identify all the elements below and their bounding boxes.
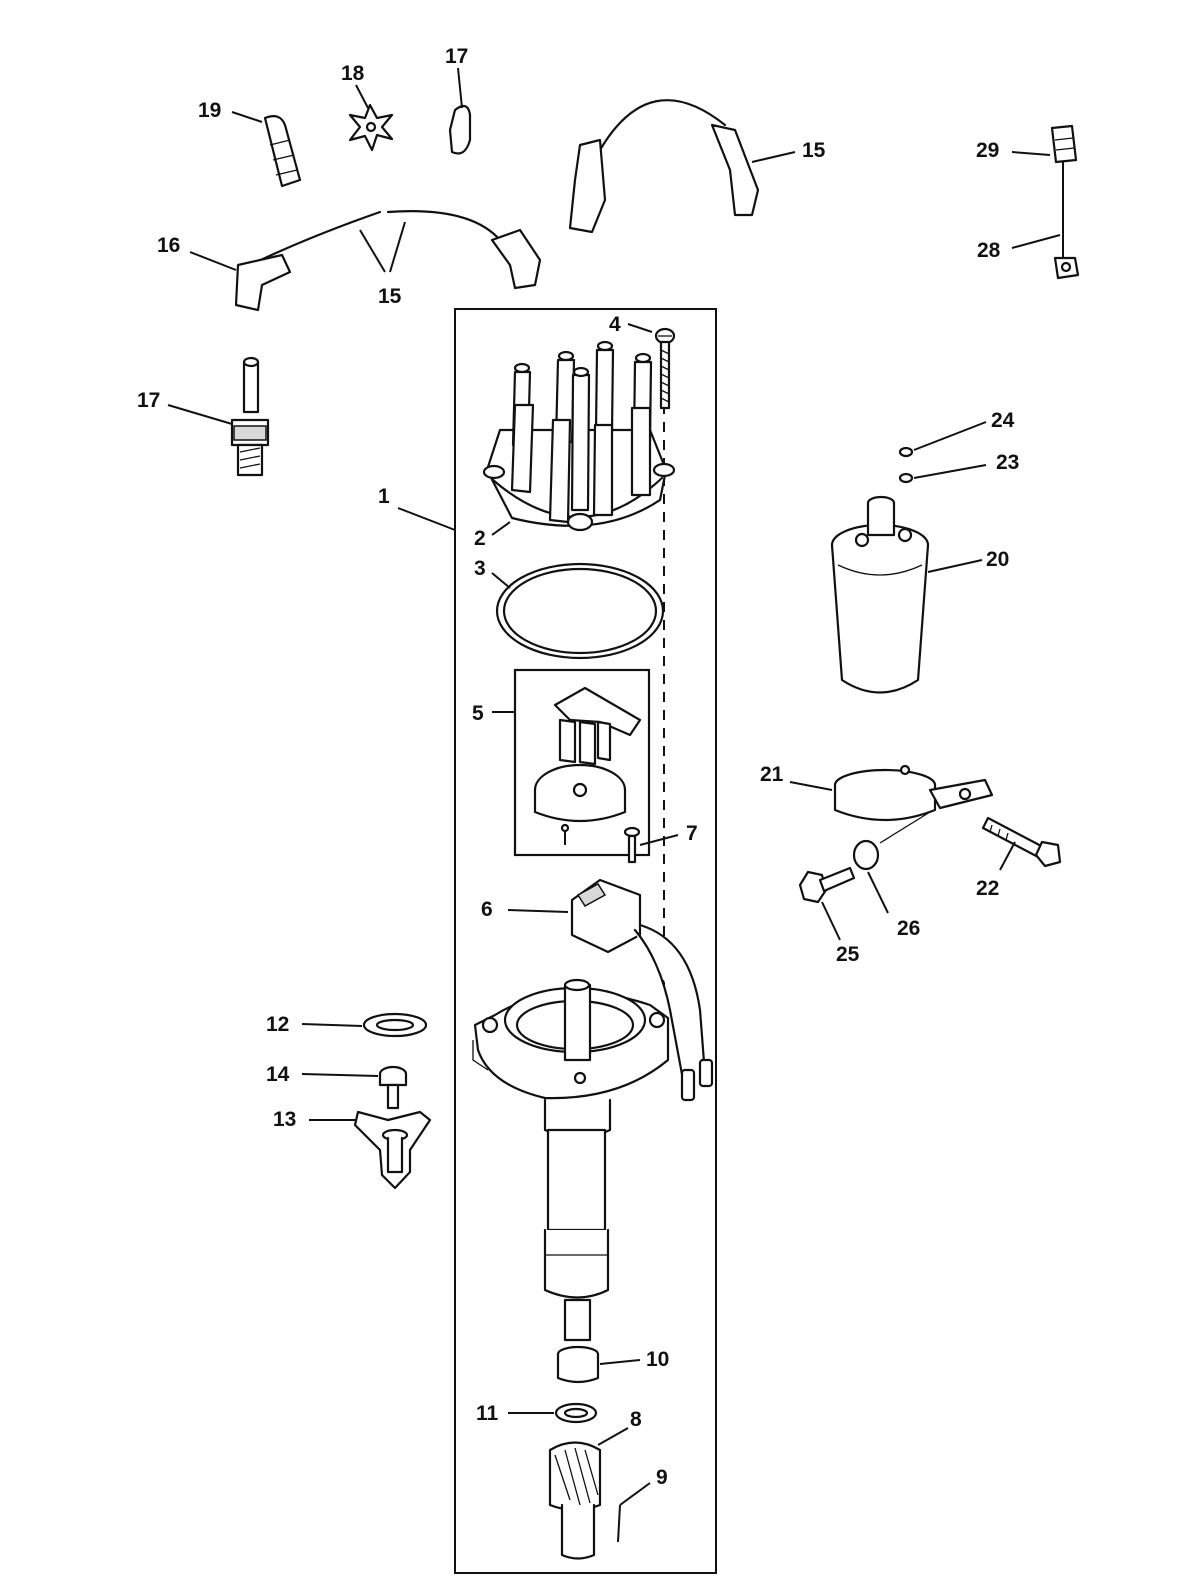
bolt-part-26 <box>798 866 856 904</box>
screw-part-7 <box>623 826 641 864</box>
callout-8: 8 <box>630 1408 642 1431</box>
callout-6: 6 <box>481 898 493 921</box>
distributor-housing-part-1 <box>472 978 670 1342</box>
callout-22: 21 <box>760 763 784 786</box>
hold-down-clamp-part-13 <box>353 1110 432 1190</box>
gear-part-8 <box>548 1441 602 1560</box>
ignition-module-part-6 <box>570 878 714 1102</box>
spark-plug-part-17 <box>230 356 270 477</box>
callout-4: 4 <box>609 313 621 336</box>
callout-12: 12 <box>266 1013 289 1036</box>
callout-5: 5 <box>472 702 484 725</box>
retainer-part-19 <box>348 103 394 152</box>
wire-separator-part-20 <box>263 115 302 188</box>
washer-part-12 <box>362 1012 428 1038</box>
rotor-kit-part-5 <box>513 668 651 857</box>
bushing-part-10 <box>556 1345 600 1384</box>
callout-21: 20 <box>986 548 1009 571</box>
washer-part-27 <box>852 811 931 871</box>
callout-7: 7 <box>686 822 698 845</box>
clip-part-18 <box>448 104 472 155</box>
leader-lines <box>167 67 1061 1543</box>
callout-16: 16 <box>157 234 180 257</box>
callout-labels: 19 18 17 15 29 28 16 15 17 4 1 2 3 5 7 6… <box>137 45 1019 1489</box>
callout-18: 17 <box>445 45 468 68</box>
screw-part-4 <box>654 327 676 410</box>
callout-11: 11 <box>476 1402 499 1425</box>
bracket-part-29 <box>1050 124 1078 164</box>
gasket-part-3 <box>495 562 665 660</box>
spark-plug-wire-part-16 <box>234 210 542 312</box>
lockwasher-part-24 <box>898 472 914 484</box>
callout-2: 2 <box>474 527 486 550</box>
callout-15-top: 15 <box>802 139 826 162</box>
callout-15-bottom: 15 <box>378 285 402 308</box>
callout-14: 14 <box>266 1063 290 1086</box>
distributor-cap-part-2 <box>482 340 676 532</box>
callout-13: 13 <box>273 1108 296 1131</box>
callout-10: 10 <box>646 1348 669 1371</box>
callout-25: 24 <box>991 409 1015 432</box>
callout-29: 29 <box>976 139 999 162</box>
callout-24: 23 <box>996 451 1019 474</box>
ignition-wire-part-15 <box>568 99 760 234</box>
bolt-part-23 <box>981 816 1062 868</box>
coil-bracket-part-22 <box>833 764 994 822</box>
callout-1: 1 <box>378 485 390 508</box>
callout-28: 28 <box>977 239 1001 262</box>
ground-strap-part-28 <box>1053 162 1080 280</box>
bolt-part-14 <box>378 1065 408 1110</box>
callout-27: 26 <box>897 917 920 940</box>
callout-23: 22 <box>976 877 999 900</box>
callout-20: 19 <box>198 99 221 122</box>
callout-9: 9 <box>656 1466 668 1489</box>
callout-3: 3 <box>474 557 486 580</box>
washer-part-11 <box>554 1402 598 1424</box>
callout-26: 25 <box>836 943 860 966</box>
assembly-frame <box>454 308 717 1574</box>
ignition-coil-part-21 <box>830 495 930 694</box>
callout-19: 18 <box>341 62 365 85</box>
callout-17: 17 <box>137 389 160 412</box>
nut-part-25 <box>898 446 914 458</box>
